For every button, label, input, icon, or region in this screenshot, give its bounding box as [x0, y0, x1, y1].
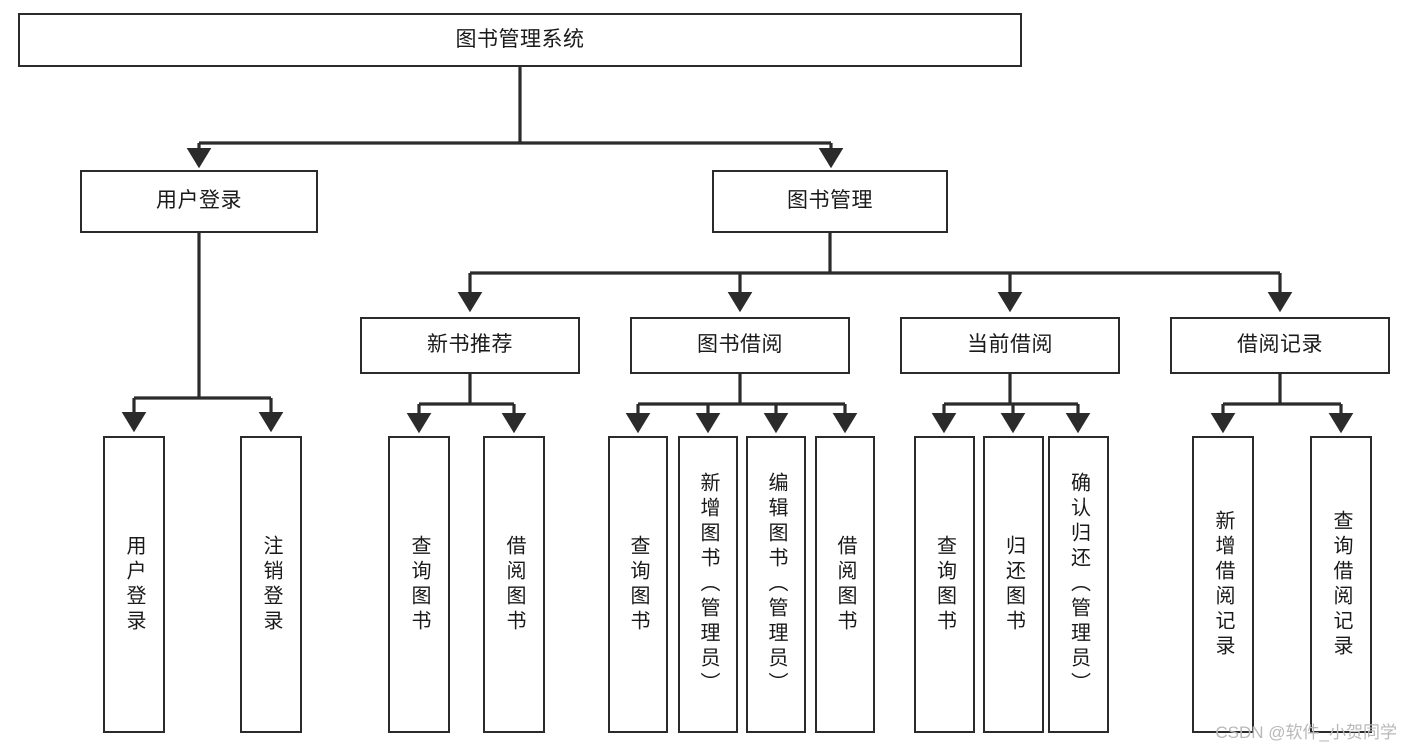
node-leaf-query-book-rec[interactable]: 查询图书 — [388, 436, 450, 733]
node-book-manage-label: 图书管理 — [787, 189, 873, 213]
node-root[interactable]: 图书管理系统 — [18, 13, 1022, 67]
node-new-book-rec-label: 新书推荐 — [427, 333, 513, 357]
node-root-label: 图书管理系统 — [455, 27, 585, 51]
node-leaf-return-book[interactable]: 归还图书 — [983, 436, 1044, 733]
node-leaf-query-book-current-label: 查询图书 — [933, 534, 956, 635]
node-book-borrow-label: 图书借阅 — [697, 333, 783, 357]
node-current-borrow[interactable]: 当前借阅 — [900, 317, 1120, 374]
node-leaf-edit-book[interactable]: 编辑图书（管理员） — [746, 436, 806, 733]
node-leaf-query-book-borrow-label: 查询图书 — [627, 534, 649, 635]
node-leaf-query-borrow-record-label: 查询借阅记录 — [1330, 509, 1352, 660]
node-borrow-record[interactable]: 借阅记录 — [1170, 317, 1390, 374]
node-leaf-add-borrow-record[interactable]: 新增借阅记录 — [1192, 436, 1254, 733]
node-leaf-query-borrow-record[interactable]: 查询借阅记录 — [1310, 436, 1372, 733]
node-leaf-edit-book-label: 编辑图书（管理员） — [765, 472, 787, 697]
node-leaf-user-login[interactable]: 用户登录 — [103, 436, 165, 733]
node-borrow-record-label: 借阅记录 — [1237, 333, 1323, 357]
node-user-login[interactable]: 用户登录 — [80, 170, 318, 233]
node-leaf-borrow-book[interactable]: 借阅图书 — [815, 436, 875, 733]
node-book-manage[interactable]: 图书管理 — [712, 170, 948, 233]
node-leaf-user-logout[interactable]: 注销登录 — [240, 436, 302, 733]
node-leaf-borrow-book-rec[interactable]: 借阅图书 — [483, 436, 545, 733]
node-new-book-rec[interactable]: 新书推荐 — [360, 317, 580, 374]
node-leaf-confirm-return[interactable]: 确认归还（管理员） — [1048, 436, 1109, 733]
node-leaf-add-book-label: 新增图书（管理员） — [697, 472, 719, 697]
node-leaf-user-login-label: 用户登录 — [123, 534, 145, 635]
node-current-borrow-label: 当前借阅 — [967, 333, 1053, 357]
node-leaf-query-book-current[interactable]: 查询图书 — [914, 436, 975, 733]
csdn-watermark: CSDN @软件_小贺同学 — [1215, 723, 1397, 742]
node-leaf-user-logout-label: 注销登录 — [260, 534, 282, 635]
node-leaf-borrow-book-rec-label: 借阅图书 — [503, 534, 525, 635]
node-leaf-confirm-return-label: 确认归还（管理员） — [1067, 472, 1090, 697]
node-leaf-query-book-borrow[interactable]: 查询图书 — [608, 436, 668, 733]
node-user-login-label: 用户登录 — [156, 189, 242, 213]
node-leaf-query-book-rec-label: 查询图书 — [408, 534, 430, 635]
node-leaf-borrow-book-label: 借阅图书 — [834, 534, 856, 635]
node-leaf-add-book[interactable]: 新增图书（管理员） — [678, 436, 738, 733]
node-leaf-add-borrow-record-label: 新增借阅记录 — [1212, 509, 1234, 660]
node-leaf-return-book-label: 归还图书 — [1002, 534, 1025, 635]
node-book-borrow[interactable]: 图书借阅 — [630, 317, 850, 374]
